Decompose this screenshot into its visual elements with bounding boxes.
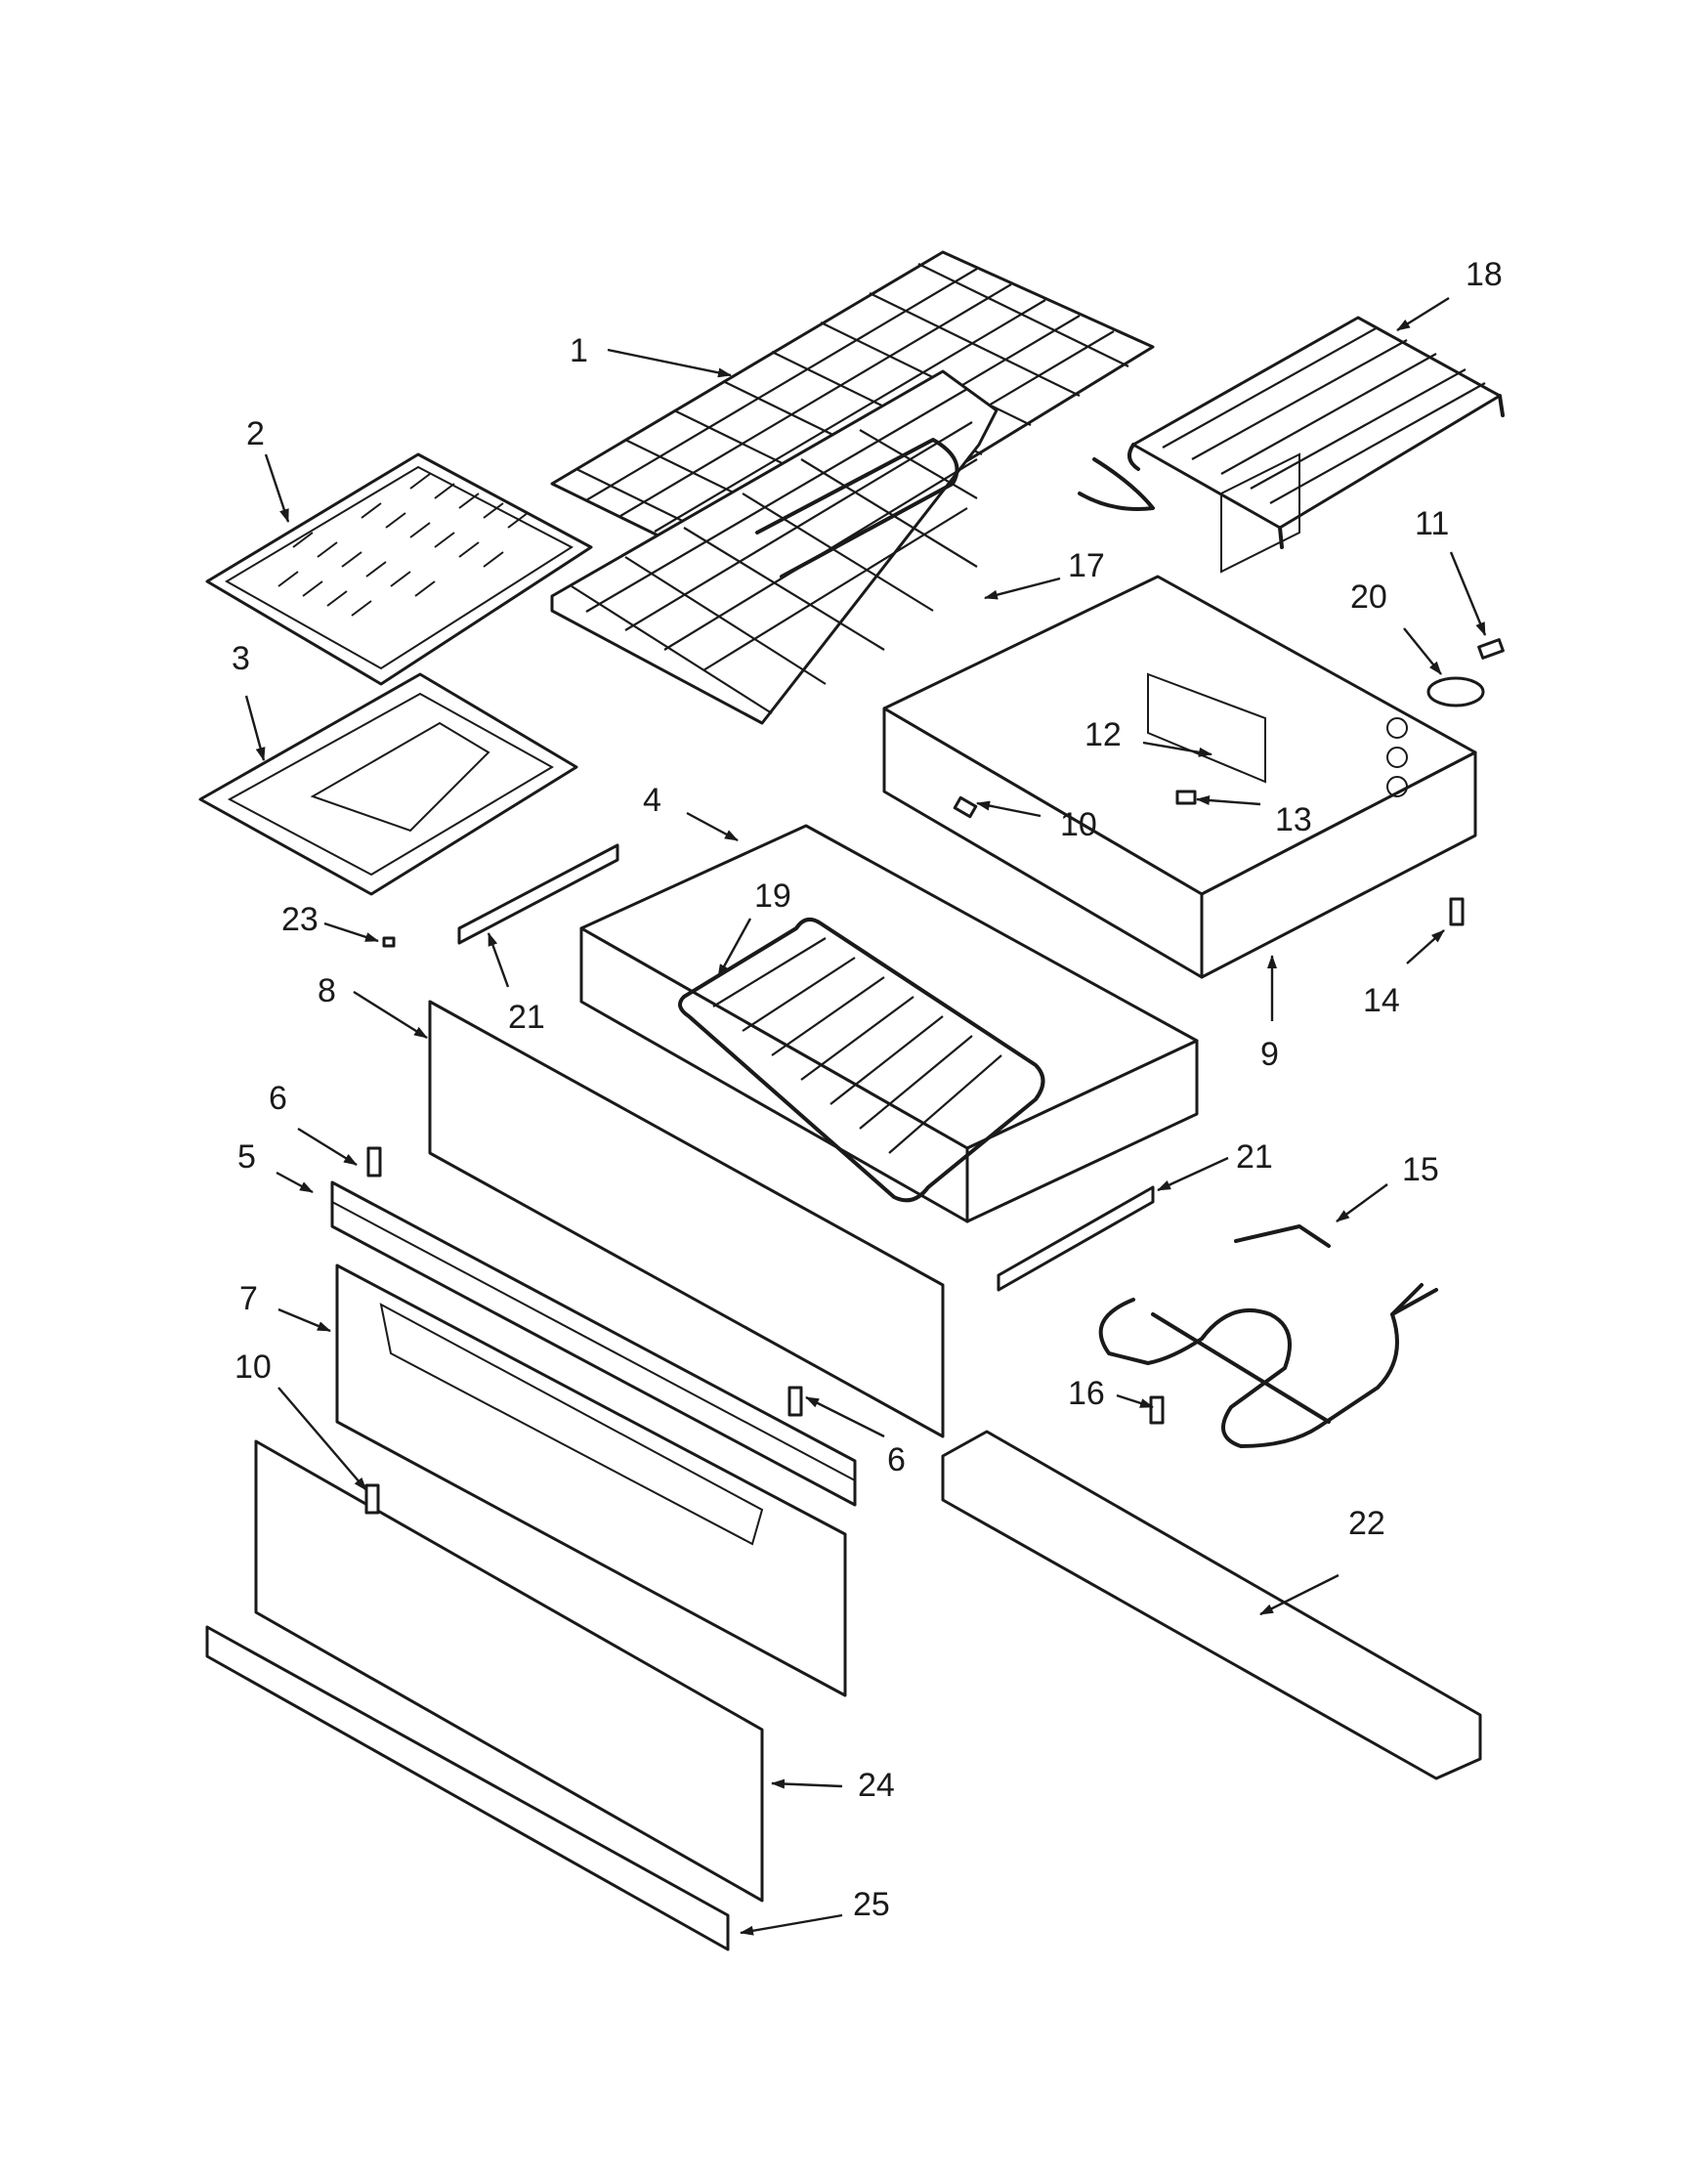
part-slide-left	[457, 843, 619, 945]
callout-24: 24	[858, 1767, 895, 1804]
part-rack-18	[1127, 316, 1505, 549]
callout-2: 2	[246, 415, 265, 452]
callout-9: 9	[1260, 1036, 1279, 1073]
callout-8: 8	[318, 972, 336, 1009]
leader-lines	[244, 296, 1487, 1936]
callout-17: 17	[1068, 547, 1105, 584]
callout-16: 16	[1068, 1375, 1105, 1412]
callout-12: 12	[1084, 716, 1122, 753]
callout-1: 1	[570, 332, 588, 369]
part-drawer-panel	[428, 1000, 945, 1438]
callout-10b: 10	[1060, 806, 1097, 843]
callout-labels: 1 2 3 4 5 6 6 7 8 9 10 10 11 12 13 14 15…	[232, 256, 1503, 1923]
callout-6b: 6	[887, 1441, 906, 1478]
callout-5: 5	[237, 1138, 256, 1176]
callout-10a: 10	[234, 1349, 272, 1386]
callout-20: 20	[1350, 578, 1387, 616]
part-rack-17	[550, 369, 999, 725]
callout-18: 18	[1466, 256, 1503, 293]
callout-22: 22	[1348, 1505, 1385, 1542]
callout-13: 13	[1275, 801, 1312, 838]
callout-21a: 21	[508, 999, 545, 1036]
callout-25: 25	[853, 1886, 890, 1923]
callout-3: 3	[232, 640, 250, 677]
part-bake-element	[1098, 1224, 1438, 1448]
callout-19: 19	[754, 878, 791, 915]
part-broil-pan-grid	[205, 452, 593, 686]
part-screws	[364, 638, 1505, 1515]
callout-15: 15	[1402, 1151, 1439, 1188]
part-broil-pan	[198, 672, 578, 896]
part-handle-trim	[330, 1180, 857, 1507]
callout-7: 7	[239, 1280, 258, 1317]
callout-23: 23	[281, 901, 319, 938]
callout-6a: 6	[269, 1080, 287, 1117]
callout-11: 11	[1415, 505, 1449, 542]
part-slide-right	[997, 1185, 1155, 1292]
part-drawer	[579, 824, 1199, 1223]
part-drawer-front	[335, 1263, 847, 1697]
callout-21b: 21	[1236, 1138, 1273, 1176]
part-side-trim	[941, 1430, 1482, 1780]
part-drawer-housing	[882, 452, 1477, 979]
part-lower-panel	[254, 1439, 764, 1903]
callout-14: 14	[1363, 982, 1400, 1019]
part-drawer-rack	[678, 918, 1045, 1203]
part-base-trim	[205, 1625, 730, 1951]
callout-4: 4	[643, 782, 661, 819]
